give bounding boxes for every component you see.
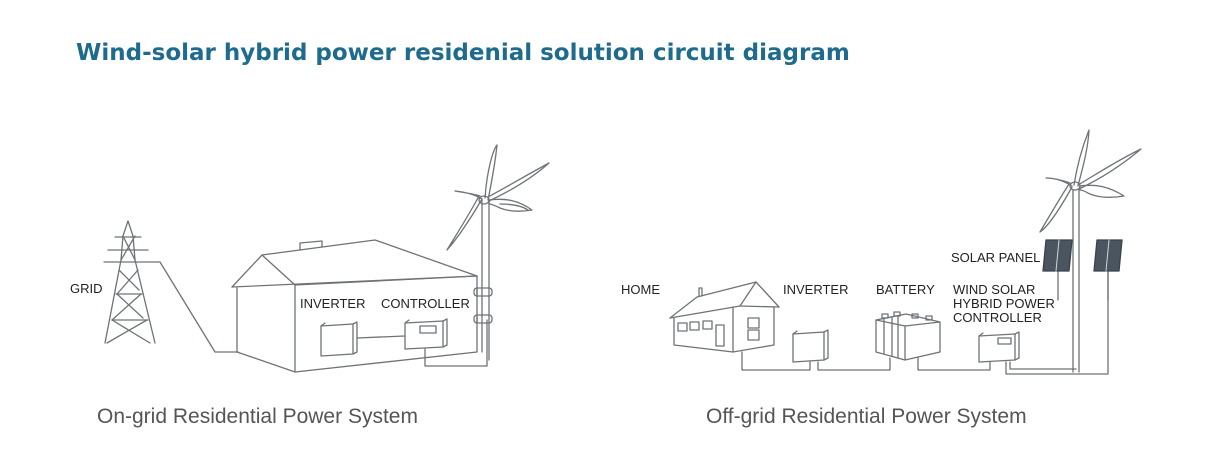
solar-panels — [1042, 239, 1123, 301]
wire-home-inverter — [741, 351, 811, 371]
off-grid-controller — [978, 331, 1020, 363]
label-grid: GRID — [70, 281, 103, 296]
grid-wire — [159, 261, 239, 353]
label-hybrid-controller-line-1: WIND SOLAR — [953, 282, 1036, 297]
off-grid-wind-turbine — [1039, 129, 1142, 373]
wire-battery-controller — [917, 357, 991, 371]
page-title: Wind-solar hybrid power residenial solut… — [76, 40, 850, 66]
wire-controller-turbine — [1009, 361, 1077, 370]
off-grid-house — [669, 281, 780, 353]
on-grid-caption: On-grid Residential Power System — [97, 405, 418, 428]
on-grid-wire-1 — [356, 335, 406, 339]
wire-controller-solar — [1005, 271, 1109, 375]
label-solar-panel: SOLAR PANEL — [951, 250, 1041, 265]
grid-pylon — [103, 220, 161, 344]
on-grid-wind-turbine — [446, 144, 550, 361]
off-grid-caption: Off-grid Residential Power System — [706, 405, 1027, 428]
off-grid-battery — [875, 311, 941, 361]
off-grid-inverter — [792, 329, 829, 363]
label-on-grid-controller: CONTROLLER — [381, 296, 470, 311]
on-grid-wire-2 — [424, 319, 488, 367]
on-grid-controller — [404, 318, 448, 350]
label-hybrid-controller-line-2: HYBRID POWER — [953, 296, 1055, 311]
label-off-grid-inverter: INVERTER — [783, 282, 849, 297]
on-grid-inverter — [320, 321, 358, 357]
label-on-grid-inverter: INVERTER — [300, 296, 366, 311]
on-grid-house — [231, 239, 478, 373]
wire-inverter-battery — [817, 357, 891, 371]
label-battery: BATTERY — [876, 282, 935, 297]
label-home: HOME — [621, 282, 660, 297]
label-hybrid-controller-line-3: CONTROLLER — [953, 310, 1042, 325]
